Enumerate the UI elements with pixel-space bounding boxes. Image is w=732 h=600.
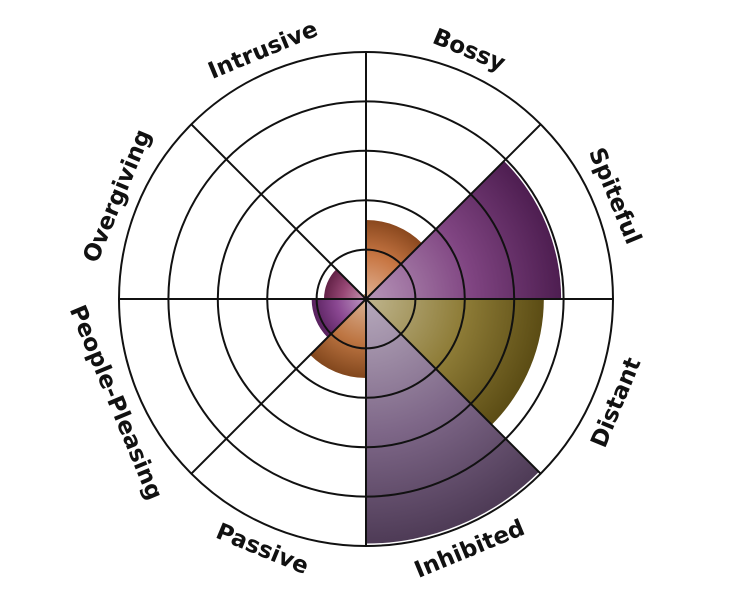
- wedge-inhibited: [366, 299, 539, 544]
- label-passive: Passive: [212, 519, 312, 580]
- label-distant: Distant: [586, 354, 646, 451]
- grid-spoke-7: [190, 123, 367, 300]
- wedge-distant: [366, 299, 544, 425]
- wedge-bossy: [366, 219, 422, 299]
- grid-spoke-3: [365, 298, 542, 475]
- grid-group: [118, 51, 614, 547]
- wedge-spiteful: [366, 161, 562, 299]
- label-bossy: Bossy: [429, 24, 509, 77]
- wedge-overgiving: [324, 269, 366, 299]
- grid-spoke-5: [190, 298, 367, 475]
- label-spiteful: Spiteful: [583, 144, 646, 248]
- label-overgiving: Overgiving: [78, 126, 156, 267]
- label-people-pleasing: People-Pleasing: [64, 302, 168, 504]
- wedges-group: [310, 161, 562, 544]
- wedge-passive: [310, 299, 366, 379]
- grid-spoke-1: [365, 123, 542, 300]
